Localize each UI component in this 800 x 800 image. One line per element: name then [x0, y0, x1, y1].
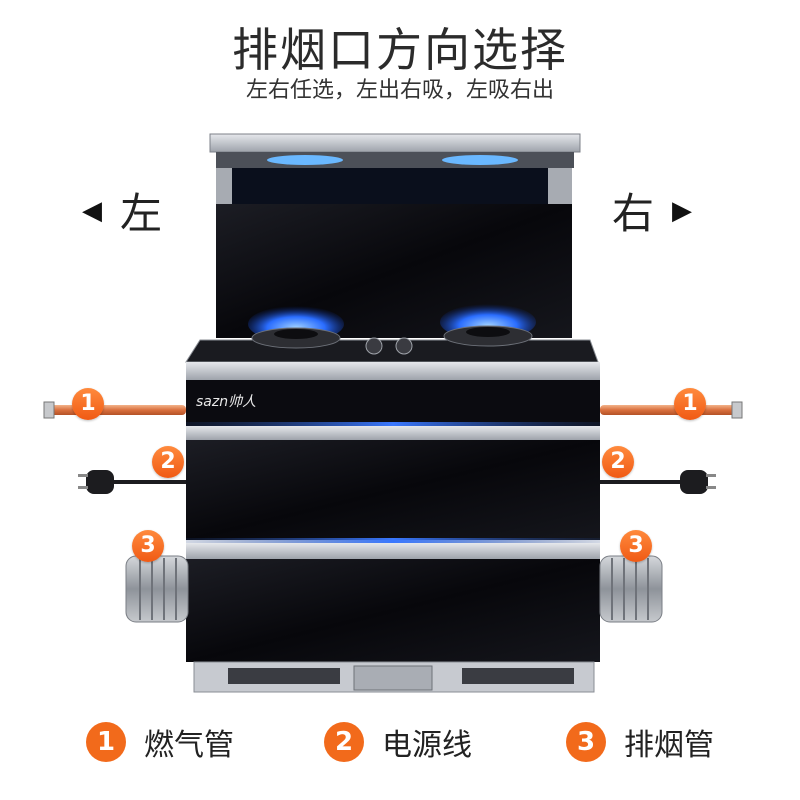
legend-item-exhaust-pipe: 3 排烟管: [566, 720, 714, 764]
control-panel: [186, 380, 600, 426]
legend-label: 电源线: [382, 728, 472, 763]
exhaust-duct-left: [125, 555, 189, 623]
arrow-left-icon: ◀: [82, 195, 102, 226]
plug-right-icon: [680, 470, 716, 494]
callout-exhaust-left: 3: [132, 530, 164, 562]
page-title: 排烟口方向选择: [232, 23, 568, 77]
gas-pipe-right: [600, 405, 736, 415]
arrow-right-icon: ▶: [672, 195, 693, 226]
legend-item-gas-pipe: 1 燃气管: [86, 720, 234, 764]
hood-light-left: [267, 155, 343, 165]
legend-item-power-cord: 2 电源线: [324, 720, 472, 764]
legend-number: 2: [324, 722, 364, 762]
direction-right-label: 右: [612, 189, 655, 238]
burner-right: [440, 304, 536, 347]
direction-left-label: 左: [120, 189, 163, 238]
direction-right: 右 ▶: [612, 180, 692, 241]
hood-cap: [209, 133, 581, 153]
callout-exhaust-right: 3: [620, 530, 652, 562]
callout-gas-right: 1: [674, 388, 706, 420]
intake-slot: [232, 168, 548, 204]
legend-label: 燃气管: [144, 728, 234, 763]
knob-left: [365, 337, 383, 355]
callout-power-left: 2: [152, 446, 184, 478]
plug-left-icon: [78, 470, 114, 494]
exhaust-duct-right: [599, 555, 663, 623]
page-subtitle: 左右任选，左出右吸，左吸右出: [245, 78, 554, 103]
drawer-upper: [186, 440, 600, 540]
drawer-lower: [186, 559, 600, 662]
hood-light-right: [442, 155, 518, 165]
callout-power-right: 2: [602, 446, 634, 478]
legend: 1 燃气管 2 电源线 3 排烟管: [0, 714, 800, 770]
legend-number: 1: [86, 722, 126, 762]
gas-pipe-left: [48, 405, 186, 415]
direction-left: ◀ 左: [82, 180, 162, 241]
legend-label: 排烟管: [624, 728, 714, 763]
cooktop: [185, 339, 599, 363]
legend-number: 3: [566, 722, 606, 762]
brand-logo: sazn帅人: [196, 394, 257, 410]
burner-left: [248, 306, 344, 349]
callout-gas-left: 1: [72, 388, 104, 420]
knob-right: [395, 337, 413, 355]
